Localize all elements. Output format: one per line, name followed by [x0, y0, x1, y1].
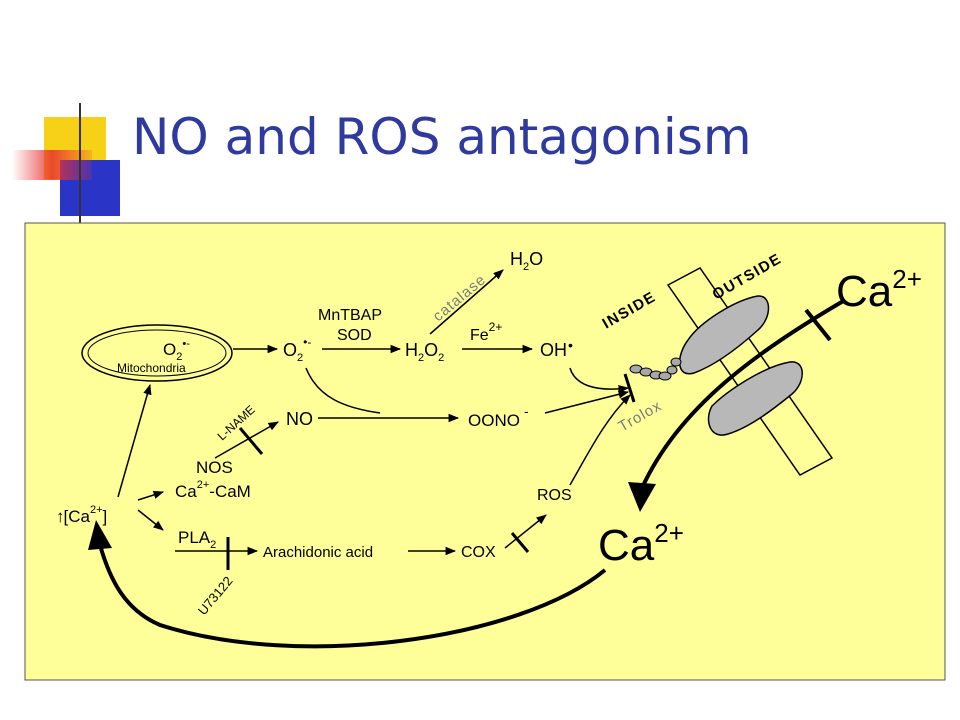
- superoxide: O2•-: [283, 335, 311, 364]
- intracellular-calcium: ↑[Ca2+]: [56, 504, 107, 526]
- arrow-ca-to-nos: [137, 490, 165, 501]
- sod-label: SOD: [337, 327, 372, 344]
- mitochondria-outer: [81, 324, 233, 382]
- arrow-h2o2-to-h2o: [429, 269, 504, 335]
- ca-influx-block: [804, 308, 832, 342]
- h2o2: H2O2: [405, 340, 444, 364]
- deco-red-bar: [12, 150, 92, 180]
- arrow-nos-to-no: [214, 421, 279, 459]
- mntbap-label: MnTBAP: [318, 307, 382, 324]
- cox-block: [510, 532, 530, 553]
- trolox-block: [623, 373, 636, 403]
- ca-outside-label: Ca2+: [836, 264, 922, 316]
- lname-block: [238, 427, 264, 455]
- channel-lower: [707, 361, 803, 436]
- slide-decoration: [12, 103, 870, 225]
- hydroxyl-radical: OH: [540, 340, 567, 360]
- ca-cam-label: Ca2+-CaM: [175, 479, 251, 501]
- arrow-superoxide-to-oono: [305, 367, 381, 414]
- arrow-ca-to-pla2: [137, 509, 164, 531]
- ca-inside-label: Ca2+: [598, 518, 684, 570]
- cox-label: COX: [461, 544, 496, 561]
- fe-label: Fe2+: [470, 320, 502, 344]
- hydroxyl-dot: •: [568, 337, 573, 353]
- ca-feedback-arrow: [98, 544, 607, 649]
- mitochondria-label: Mitochondria: [117, 361, 186, 375]
- mito-superoxide: O2•-: [163, 338, 190, 363]
- arrow-ros-to-channel: [569, 394, 631, 486]
- nitric-oxide: NO: [286, 409, 313, 429]
- arrow-cox-to-ros: [504, 514, 547, 549]
- peroxynitrite: OONO-: [468, 403, 529, 430]
- pla2-label: PLA2: [178, 528, 216, 551]
- nos-label: NOS: [196, 458, 233, 477]
- channel-upper: [679, 295, 770, 375]
- ca-feedback-arrowhead: [88, 520, 112, 550]
- arrow-oono-to-channel: [544, 390, 630, 414]
- arachidonic-acid-label: Arachidonic acid: [263, 544, 373, 561]
- h2o: H2O: [510, 249, 543, 273]
- mitochondria-inner: [87, 329, 227, 377]
- channel-beads: [629, 357, 682, 381]
- ca-influx-arrowhead: [628, 482, 656, 512]
- ros-label: ROS: [537, 487, 572, 504]
- slide-title: NO and ROS antagonism: [132, 108, 752, 166]
- arrow-oh-to-channel: [569, 367, 630, 394]
- arrow-ca-to-mitochondria: [117, 383, 152, 498]
